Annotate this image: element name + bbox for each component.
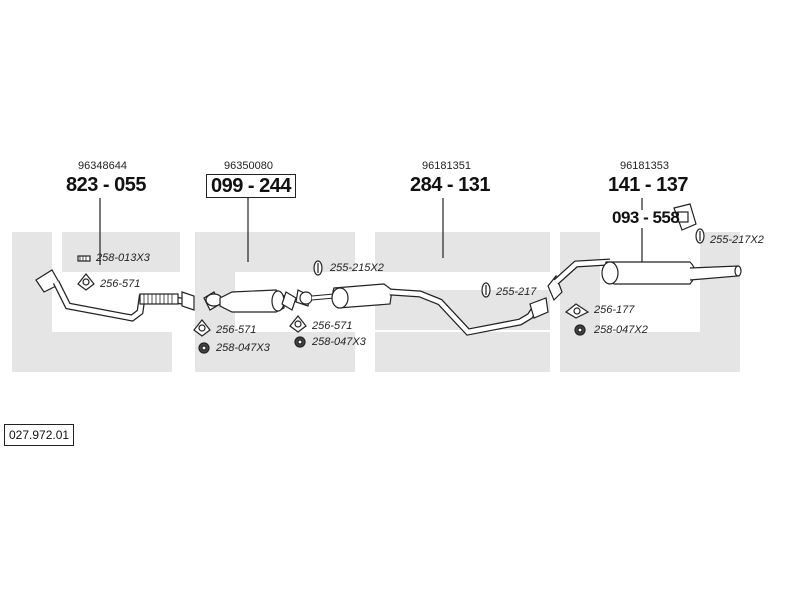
nut-icon-258-047x3-b xyxy=(294,336,306,348)
clamp-icon-255-215x2 xyxy=(313,260,323,276)
gasket-icon-256-571-c xyxy=(289,315,307,333)
small-part-label[interactable]: 256-571 xyxy=(100,278,141,290)
oem-number: 96348644 xyxy=(78,160,127,172)
hanger-part xyxy=(673,203,697,231)
diagram-reference-number: 027.972.01 xyxy=(4,424,75,446)
oem-number: 96181351 xyxy=(422,160,471,172)
gasket-icon-256-177 xyxy=(564,303,590,319)
oem-number: 96350080 xyxy=(224,160,273,172)
oem-number: 96181353 xyxy=(620,160,669,172)
part-number-boxed[interactable]: 099 - 244 xyxy=(206,174,297,198)
small-part-label[interactable]: 258-047X2 xyxy=(594,324,648,336)
small-part-label[interactable]: 258-047X3 xyxy=(216,342,270,354)
small-part-label[interactable]: 255-215X2 xyxy=(330,262,384,274)
catalytic-converter-part xyxy=(203,289,297,313)
gasket-icon-256-571-b xyxy=(193,319,211,337)
part-number[interactable]: 141 - 137 xyxy=(608,174,689,196)
gasket-icon-256-571-a xyxy=(77,273,95,291)
small-part-label[interactable]: 256-177 xyxy=(594,304,635,316)
nut-icon-258-047x2 xyxy=(574,324,586,336)
small-part-label[interactable]: 256-571 xyxy=(216,324,257,336)
front-pipe-part xyxy=(35,269,195,322)
clamp-icon-255-217x2 xyxy=(695,228,705,244)
rear-silencer-part xyxy=(547,258,742,302)
part-number[interactable]: 823 - 055 xyxy=(66,174,147,196)
part-number[interactable]: 284 - 131 xyxy=(410,174,491,196)
bolt-icon-258-013x3 xyxy=(77,255,91,262)
small-part-label[interactable]: 258-013X3 xyxy=(96,252,150,264)
nut-icon-258-047x3-a xyxy=(198,342,210,354)
middle-silencer-part xyxy=(295,283,549,336)
part-number-hanger[interactable]: 093 - 558 xyxy=(612,208,680,227)
small-part-label[interactable]: 255-217 xyxy=(496,286,537,298)
small-part-label[interactable]: 255-217X2 xyxy=(710,234,764,246)
clamp-icon-255-217 xyxy=(481,282,491,298)
small-part-label[interactable]: 258-047X3 xyxy=(312,336,366,348)
small-part-label[interactable]: 256-571 xyxy=(312,320,353,332)
